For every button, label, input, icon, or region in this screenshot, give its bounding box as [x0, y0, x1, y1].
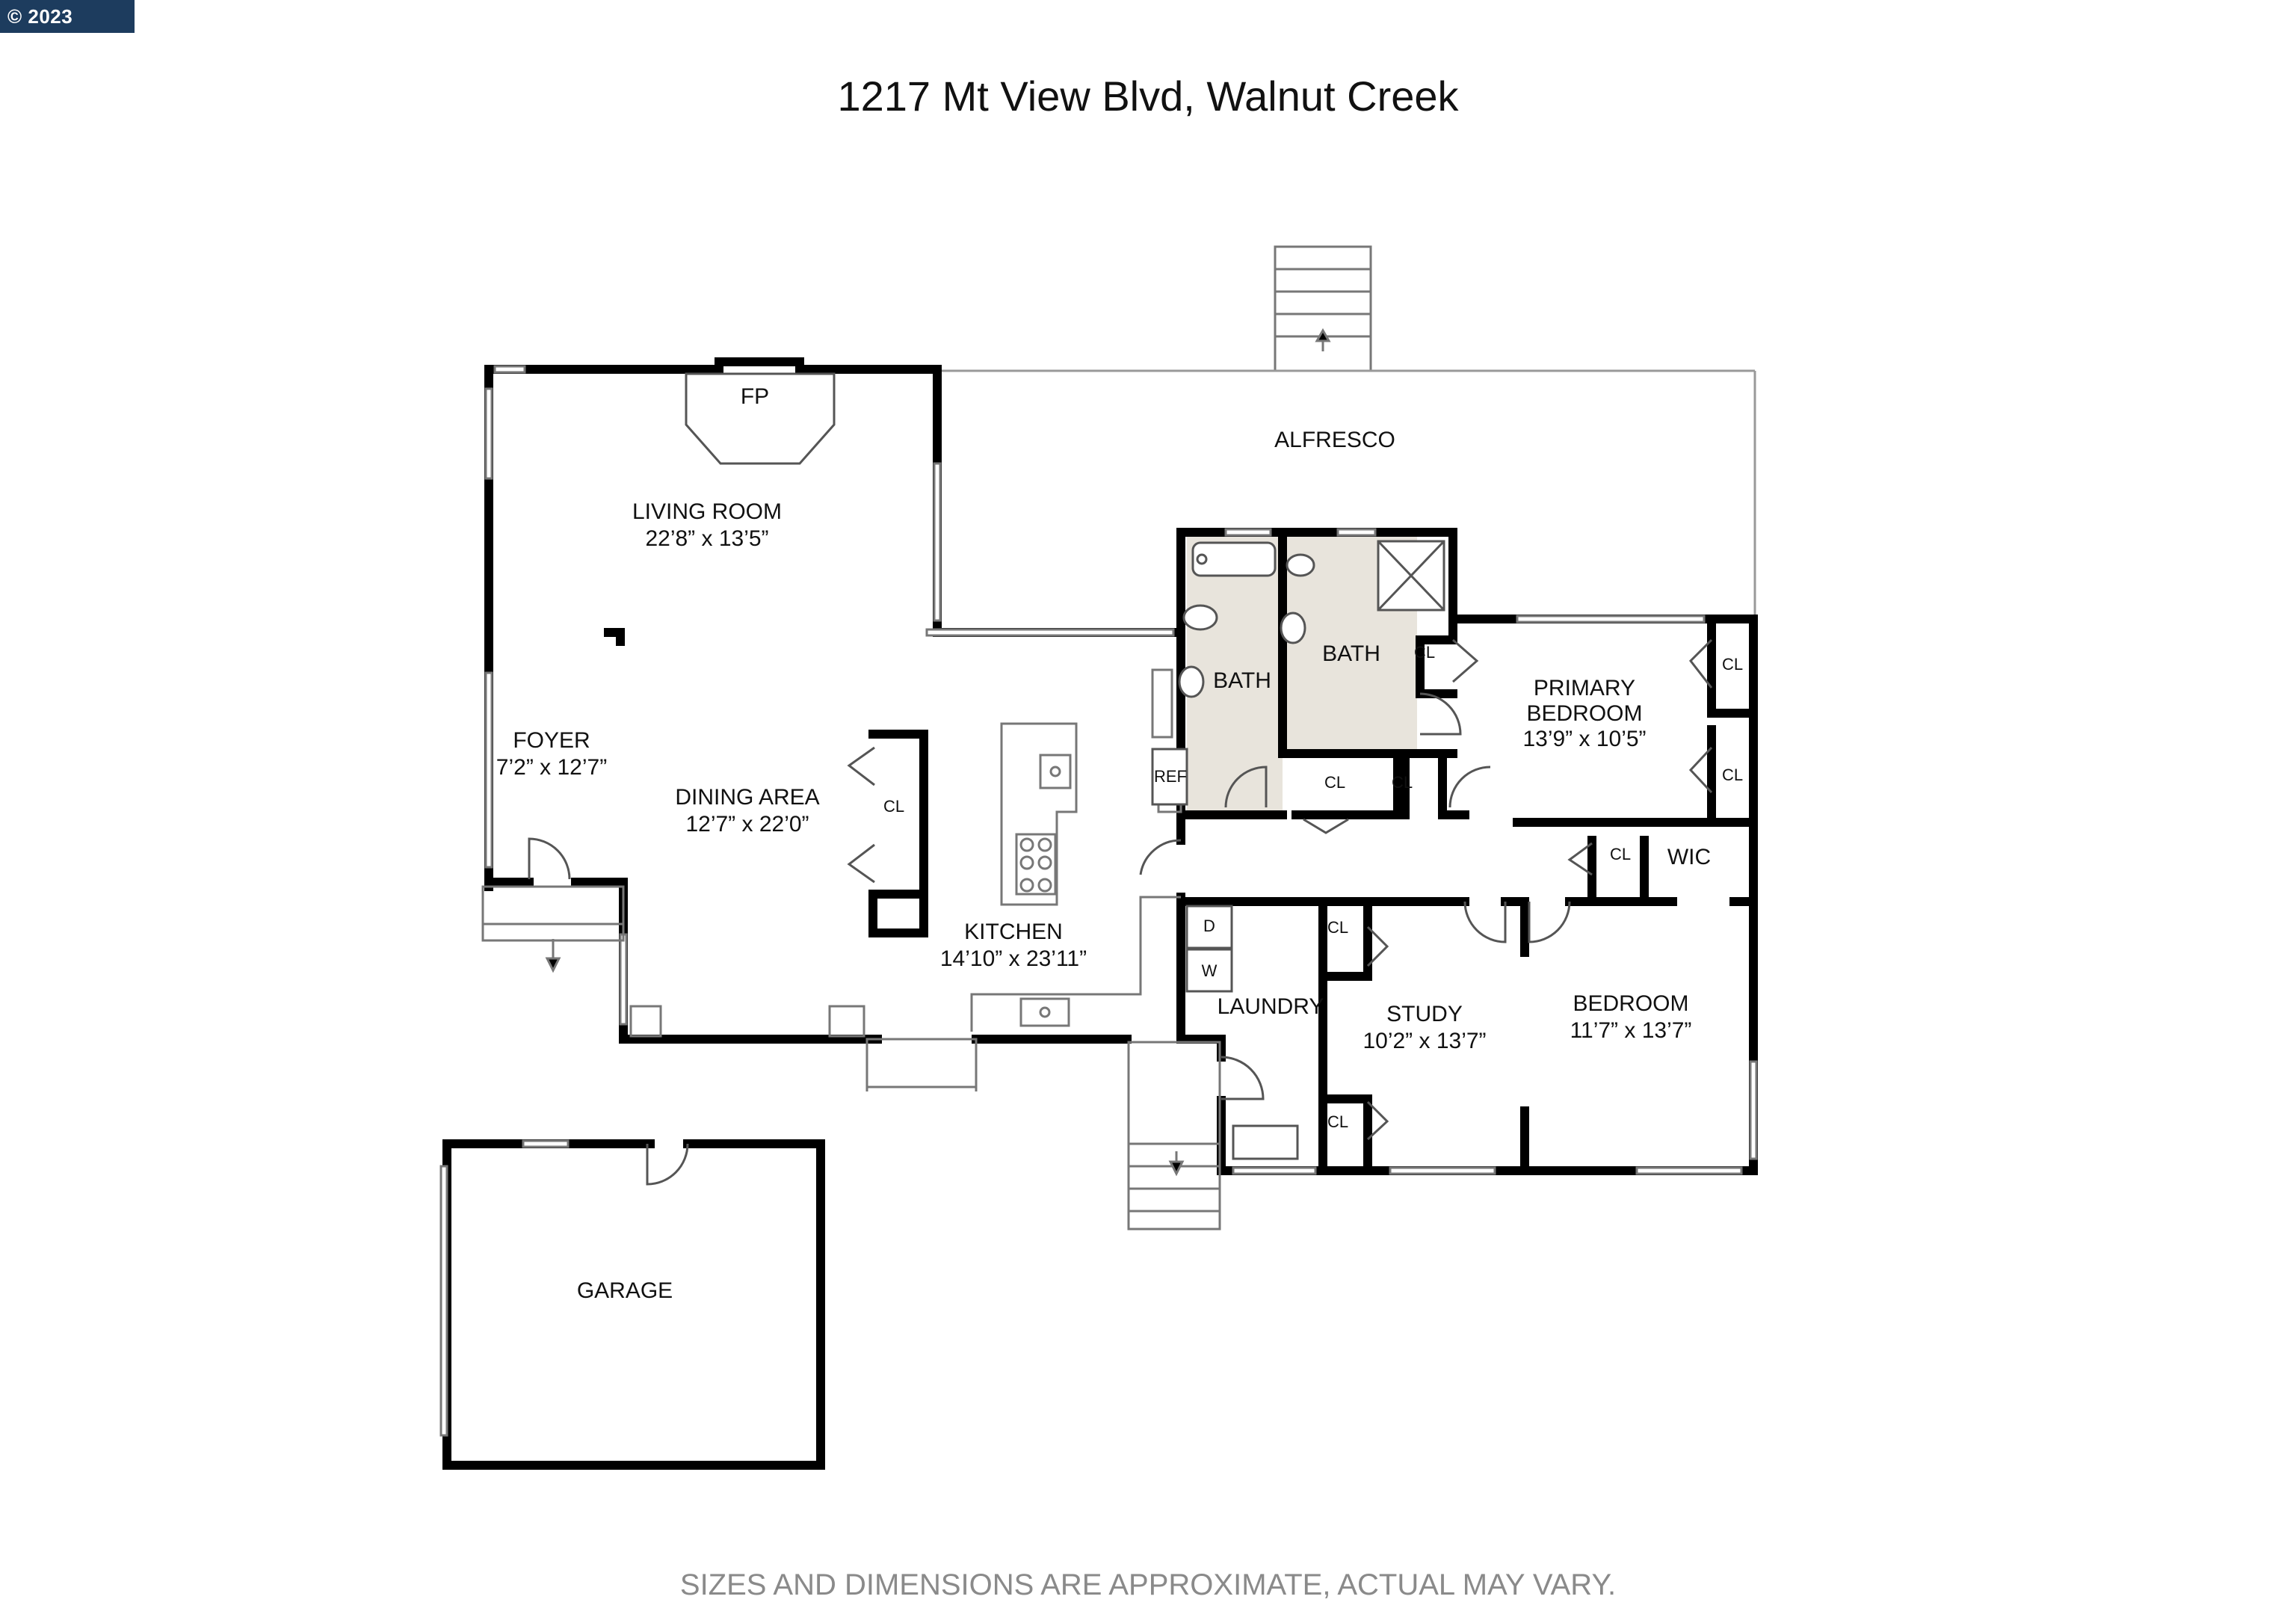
- laundry-label: LAUNDRY: [1218, 994, 1324, 1019]
- primary-bedroom-name-2: BEDROOM: [1526, 701, 1642, 726]
- dining-area-name: DINING AREA: [675, 785, 819, 810]
- closet-label-bath: CL: [1414, 643, 1435, 662]
- closet-label-primary-2: CL: [1722, 766, 1743, 784]
- living-room-name: LIVING ROOM: [632, 499, 782, 524]
- wic-label: WIC: [1667, 845, 1711, 869]
- foyer-steps: [481, 885, 625, 973]
- living-room-size: 22’8” x 13’5”: [645, 526, 768, 551]
- primary-bedroom-name: PRIMARY: [1534, 676, 1635, 700]
- laundry-stairs: [1127, 1041, 1221, 1231]
- door-swings: [528, 638, 1713, 1186]
- kitchen-fixtures: [629, 668, 1182, 1091]
- washer-label: W: [1202, 961, 1218, 980]
- alfresco-stairs: [1274, 245, 1372, 372]
- closet-label-hall-2: CL: [1392, 773, 1413, 792]
- bedroom-size: 11’7” x 13’7”: [1570, 1018, 1692, 1043]
- kitchen-size: 14’10” x 23’11”: [940, 946, 1087, 971]
- fp-label: FP: [741, 384, 769, 409]
- closet-label-hall-1: CL: [1324, 773, 1345, 792]
- copyright-badge: © 2023 CCAR: [0, 0, 135, 61]
- closet-label-study-2: CL: [1327, 1112, 1348, 1131]
- closet-label-primary-1: CL: [1722, 655, 1743, 674]
- dining-closet-label: CL: [883, 797, 904, 816]
- bedroom-name: BEDROOM: [1573, 991, 1688, 1016]
- bath-2-label: BATH: [1322, 641, 1380, 666]
- windows: [439, 365, 1758, 1437]
- garage-label: GARAGE: [577, 1278, 673, 1303]
- alfresco-label: ALFRESCO: [1274, 428, 1395, 452]
- bath-fixtures: [1178, 540, 1445, 1160]
- foyer-size: 7’2” x 12’7”: [496, 755, 607, 780]
- kitchen-name: KITCHEN: [964, 920, 1063, 944]
- closet-label-study-1: CL: [1327, 918, 1348, 937]
- bath-1-label: BATH: [1213, 668, 1271, 693]
- study-size: 10’2” x 13’7”: [1363, 1029, 1486, 1053]
- fireplace: [685, 372, 836, 465]
- washer-dryer: [1185, 905, 1233, 993]
- study-name: STUDY: [1386, 1002, 1463, 1026]
- page-title: 1217 Mt View Blvd, Walnut Creek: [837, 73, 1459, 120]
- closet-label-hall-3: CL: [1610, 845, 1631, 863]
- dryer-label: D: [1203, 917, 1215, 935]
- refrigerator: [1151, 748, 1188, 806]
- disclaimer: SIZES AND DIMENSIONS ARE APPROXIMATE, AC…: [679, 1568, 1617, 1601]
- dining-area-size: 12’7” x 22’0”: [685, 812, 809, 837]
- ref-label: REF: [1154, 767, 1187, 786]
- foyer-name: FOYER: [513, 728, 590, 753]
- primary-bedroom-size: 13’9” x 10’5”: [1522, 727, 1646, 751]
- alfresco-outline: [937, 369, 1756, 619]
- column-stub-2: [616, 628, 625, 646]
